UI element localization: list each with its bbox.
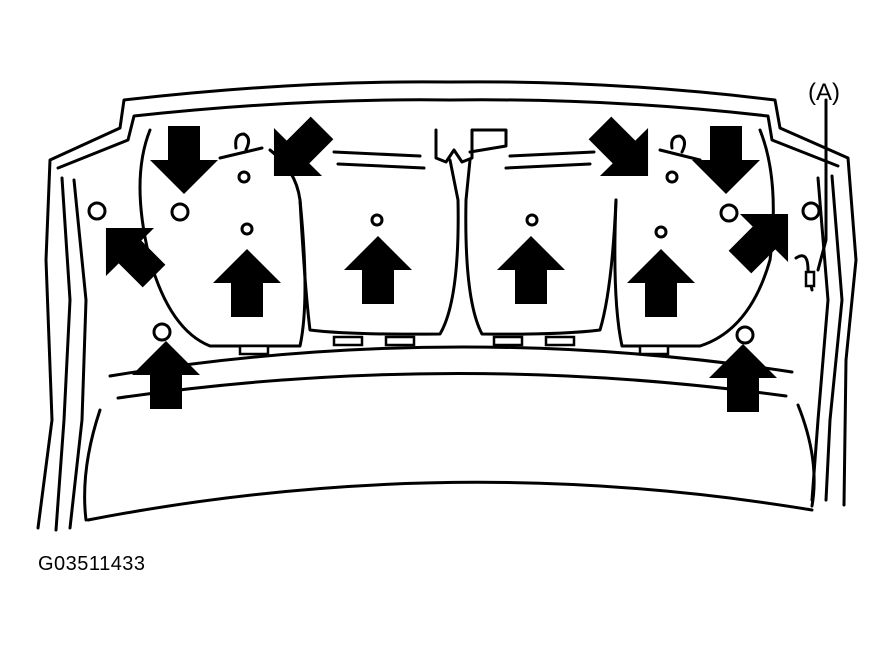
clip-hole xyxy=(801,201,821,221)
clip-hole xyxy=(240,222,254,236)
clip-hole xyxy=(735,325,755,345)
arrow-down-icon xyxy=(150,126,218,194)
lower-panel-edge xyxy=(86,480,814,522)
clip-hole xyxy=(237,170,251,184)
clip-hole xyxy=(525,213,539,227)
clip-hole xyxy=(87,201,107,221)
figure-id: G03511433 xyxy=(38,553,146,575)
arrow-up-icon xyxy=(627,249,695,317)
hinge-left xyxy=(218,132,264,160)
clip-hole xyxy=(654,225,668,239)
upper-flange-line xyxy=(56,98,840,170)
lower-panel-side-right xyxy=(796,403,816,508)
left-flange-inner xyxy=(68,178,88,530)
top-rib-right xyxy=(504,150,596,170)
inner-frame-center-right xyxy=(464,158,618,336)
slot xyxy=(238,344,270,356)
arrow-up-icon xyxy=(213,249,281,317)
slot xyxy=(332,335,364,347)
clip-hole xyxy=(719,203,739,223)
clip-hole xyxy=(370,213,384,227)
clip-hole xyxy=(170,202,190,222)
center-bracket xyxy=(434,128,508,164)
lid-outline xyxy=(36,80,858,530)
callout-label: (A) xyxy=(808,79,840,106)
arrow-down-icon xyxy=(692,126,760,194)
slot xyxy=(638,344,670,356)
top-rib-left xyxy=(332,150,426,170)
slot xyxy=(544,335,576,347)
arrow-up-icon xyxy=(344,236,412,304)
harness-wire xyxy=(794,108,828,292)
clip-hole xyxy=(665,170,679,184)
arrow-up-icon xyxy=(497,236,565,304)
right-flange-outer xyxy=(824,174,844,502)
right-flange-inner xyxy=(810,176,830,502)
inner-frame-right xyxy=(613,128,775,348)
lower-panel-curve-2 xyxy=(116,372,788,400)
arrow-up-icon xyxy=(709,344,777,412)
slot xyxy=(492,335,524,347)
left-flange-outer xyxy=(54,176,72,532)
hinge-right xyxy=(658,134,702,162)
arrow-up-icon xyxy=(132,341,200,409)
harness-connector xyxy=(804,270,816,288)
slot xyxy=(384,335,416,347)
lower-panel-side-left xyxy=(83,408,102,522)
inner-frame-center-left xyxy=(298,158,460,336)
lower-panel-curve-1 xyxy=(108,345,794,378)
clip-hole xyxy=(152,322,172,342)
